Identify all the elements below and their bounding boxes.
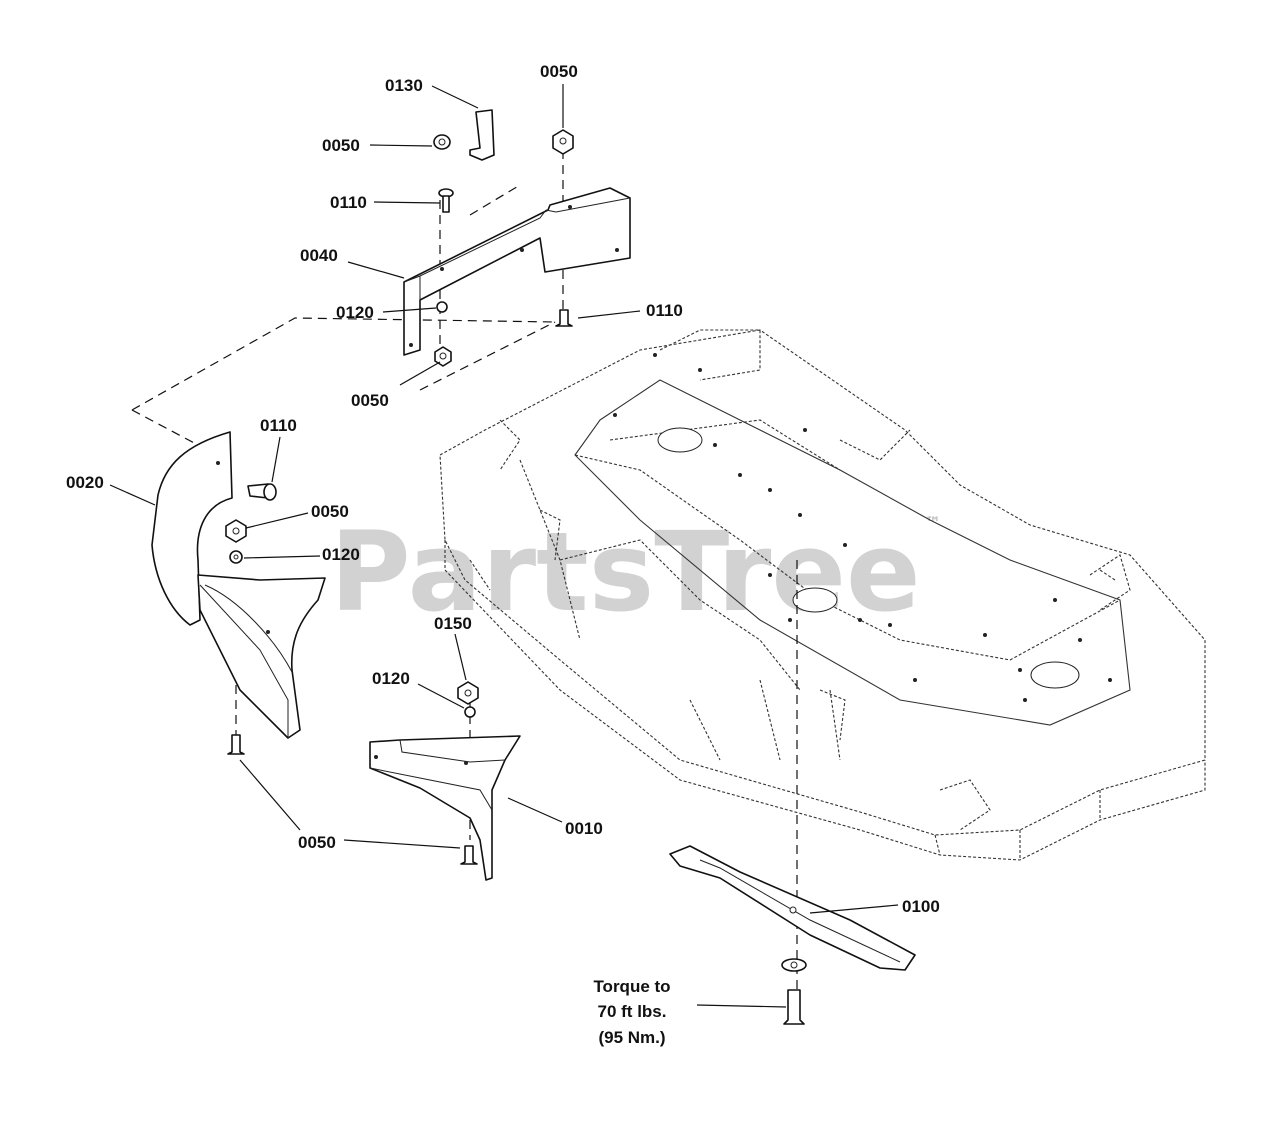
watermark-trademark: ™ — [925, 513, 941, 532]
label-0050-mid: 0050 — [351, 391, 389, 410]
watermark-text: PartsTree — [330, 508, 921, 636]
hardware-bolt-0110-top[interactable] — [438, 188, 454, 213]
part-0100-blade[interactable] — [669, 845, 916, 971]
label-0120-left: 0120 — [322, 545, 360, 564]
part-0040-bracket[interactable] — [403, 187, 631, 356]
part-0010-deflector[interactable] — [369, 735, 521, 881]
label-0120-front: 0120 — [372, 669, 410, 688]
hardware-nut-0050-left[interactable] — [225, 519, 247, 543]
part-0020-baffle[interactable] — [151, 431, 326, 739]
label-0010: 0010 — [565, 819, 603, 838]
torque-line-1: Torque to — [593, 977, 670, 996]
label-0130: 0130 — [385, 76, 423, 95]
label-0110-right: 0110 — [646, 301, 683, 320]
label-0050-top-right: 0050 — [540, 62, 578, 81]
part-labels: 0130 0050 0050 0110 0040 0120 0110 0050 … — [66, 62, 940, 916]
part-0130-clip[interactable] — [469, 109, 495, 161]
hardware-bolt-0050-left-bottom[interactable] — [227, 734, 245, 755]
hardware-nut-0050-mid[interactable] — [434, 346, 452, 367]
hardware-nut-0050-top-right[interactable] — [552, 129, 574, 155]
torque-note: Torque to 70 ft lbs. (95 Nm.) — [593, 977, 670, 1047]
hardware-bolt-0050-front[interactable] — [460, 845, 478, 865]
hardware-nut-0150[interactable] — [457, 681, 479, 705]
torque-line-3: (95 Nm.) — [598, 1028, 665, 1047]
label-0050-top-left: 0050 — [322, 136, 360, 155]
torque-line-2: 70 ft lbs. — [598, 1002, 667, 1021]
hardware-washer-blade[interactable] — [781, 958, 807, 972]
label-0100: 0100 — [902, 897, 940, 916]
label-0050-bottom: 0050 — [298, 833, 336, 852]
hardware-blade-bolt[interactable] — [783, 989, 805, 1025]
hardware-bolt-0110-left[interactable] — [247, 483, 277, 501]
label-0110-left: 0110 — [260, 416, 297, 435]
hardware-washer-0120-top[interactable] — [436, 301, 448, 313]
label-0150: 0150 — [434, 614, 472, 633]
hardware-washer-0120-front[interactable] — [464, 706, 476, 718]
label-0110-top: 0110 — [330, 193, 367, 212]
label-0040: 0040 — [300, 246, 338, 265]
label-0120-top: 0120 — [336, 303, 374, 322]
hardware-bolt-0110-right[interactable] — [555, 309, 573, 327]
hardware-nut-0050-top-left[interactable] — [433, 134, 451, 150]
hardware-washer-0120-left[interactable] — [229, 550, 243, 564]
label-0020: 0020 — [66, 473, 104, 492]
mower-deck — [439, 329, 1206, 861]
watermark: PartsTree ™ — [330, 508, 941, 636]
leader-lines — [109, 84, 899, 1008]
label-0050-left: 0050 — [311, 502, 349, 521]
